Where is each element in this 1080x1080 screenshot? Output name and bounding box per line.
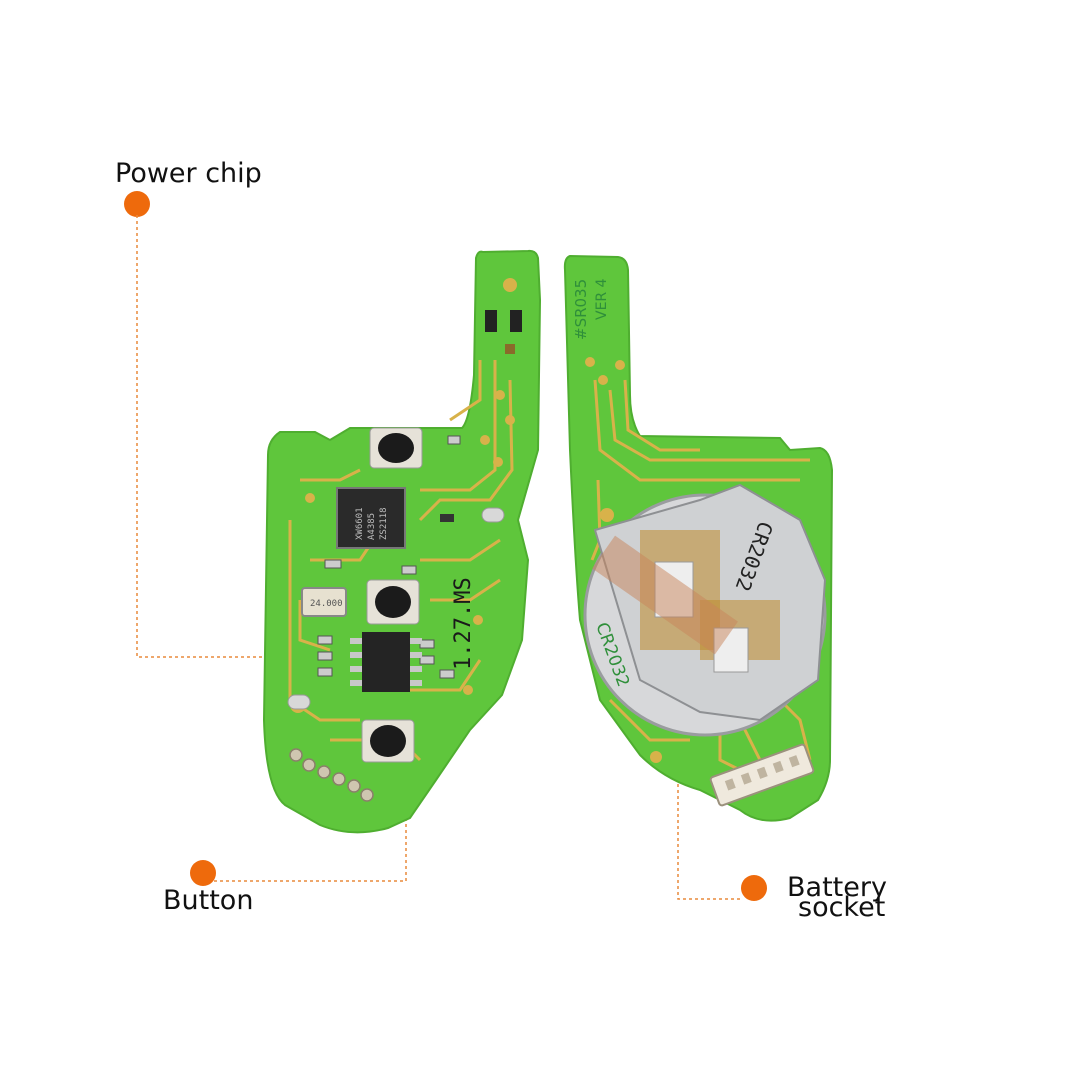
- right-pcb: CR2032 #SR035 VER 4 CR2032: [563, 254, 834, 822]
- crystal-oscillator: 24.000: [301, 587, 347, 617]
- right-vias: [585, 357, 662, 763]
- right-traces: [590, 379, 812, 772]
- right-connector: [709, 743, 815, 807]
- left-pcb: XW6601 A4385 ZS2118 24.000 1.27.MS: [262, 249, 542, 834]
- board-id-marking: #SR035: [572, 279, 590, 340]
- crystal-marking: 24.000: [310, 599, 343, 609]
- left-connector-pads: [289, 748, 374, 802]
- battery-socket-dot: [741, 875, 767, 901]
- chip-marking-2: A4385: [367, 513, 377, 540]
- left-smd-parts: [287, 310, 522, 710]
- battery-leader: [677, 760, 740, 900]
- power-chip: [350, 632, 422, 692]
- left-silkscreen: 1.27.MS: [451, 577, 476, 670]
- version-marking: VER 4: [594, 278, 610, 320]
- chip-marking-3: ZS2118: [379, 507, 389, 540]
- chip-marking-1: XW6601: [355, 507, 365, 540]
- battery-label-line2: socket: [798, 892, 886, 923]
- power-chip-dot: [124, 191, 150, 217]
- button-label: Button: [163, 885, 254, 916]
- power-chip-leader: [136, 215, 305, 658]
- button-dot: [190, 860, 216, 886]
- left-push-buttons: [361, 427, 423, 763]
- power-chip-label: Power chip: [115, 158, 262, 189]
- battery-label-line1: Battery: [787, 872, 887, 903]
- battery-holder: CR2032: [583, 483, 827, 737]
- qfn-chip: XW6601 A4385 ZS2118: [336, 487, 406, 549]
